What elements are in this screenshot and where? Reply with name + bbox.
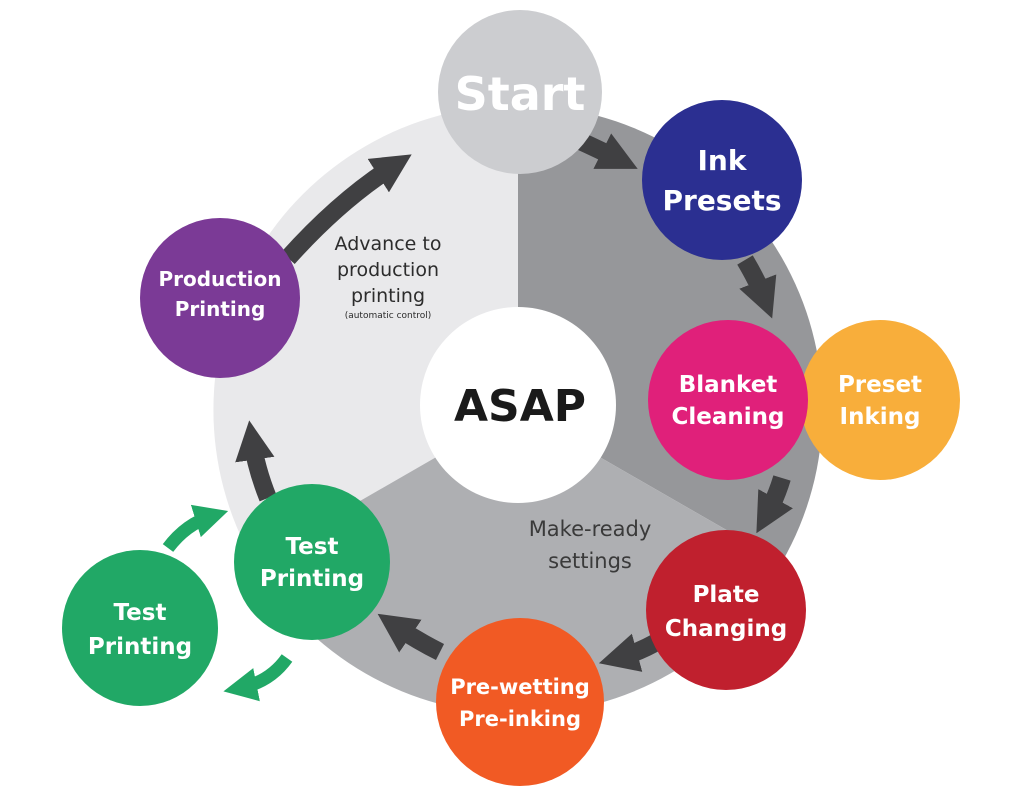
makeready-line1: Make-ready <box>529 517 652 541</box>
node-production-printing-line1: Production <box>158 267 281 291</box>
node-prewetting-line1: Pre-wetting <box>450 675 590 699</box>
arrow-production-to-start <box>281 154 412 265</box>
node-ink-presets-line2: Presets <box>662 184 781 217</box>
auto-sector-line2: production <box>337 259 439 281</box>
node-plate-changing-line2: Changing <box>665 616 787 642</box>
node-production-printing-line2: Printing <box>175 297 266 321</box>
node-blanket-cleaning-line1: Blanket <box>679 372 778 398</box>
node-preset-inking-line2: Inking <box>840 404 921 430</box>
node-start: Start <box>438 10 602 174</box>
arrow-loop-up <box>162 504 229 553</box>
node-test-printing-main-line1: Test <box>286 534 339 560</box>
arrow-loop-down <box>223 654 293 702</box>
node-test-printing-main-line2: Printing <box>260 566 364 592</box>
node-test-printing-loop-line1: Test <box>114 600 167 626</box>
node-prewetting-line2: Pre-inking <box>459 707 581 731</box>
makeready-line2: settings <box>548 549 632 573</box>
node-plate-changing-line1: Plate <box>693 582 760 608</box>
node-production-printing: Production Printing <box>140 218 300 378</box>
node-preset-inking-line1: Preset <box>838 372 922 398</box>
node-blanket-cleaning-line2: Cleaning <box>672 404 785 430</box>
node-plate-changing-circle <box>646 530 806 690</box>
center-circle <box>420 307 616 503</box>
auto-sector-line3: printing <box>351 285 425 307</box>
node-ink-presets-line1: Ink <box>698 144 748 177</box>
node-ink-presets: Ink Presets <box>642 100 802 260</box>
node-test-printing-loop-circle <box>62 550 218 706</box>
node-preset-inking-circle <box>800 320 960 480</box>
node-preset-inking: Preset Inking <box>800 320 960 480</box>
arrow-test-to-production <box>235 420 277 502</box>
node-plate-changing: Plate Changing <box>646 530 806 690</box>
auto-sector-line1: Advance to <box>335 233 442 255</box>
node-blanket-cleaning-circle <box>648 320 808 480</box>
node-prewetting: Pre-wetting Pre-inking <box>436 618 604 786</box>
node-test-printing-main-circle <box>234 484 390 640</box>
node-test-printing-loop: Test Printing <box>62 550 218 706</box>
node-production-printing-circle <box>140 218 300 378</box>
node-start-label: Start <box>455 67 586 121</box>
node-test-printing-main: Test Printing <box>234 484 390 640</box>
arrow-ink-to-blanket <box>737 255 777 319</box>
arrow-prewetting-to-test <box>377 613 445 661</box>
auto-sector-note: (automatic control) <box>345 311 432 321</box>
node-ink-presets-circle <box>642 100 802 260</box>
node-test-printing-loop-line2: Printing <box>88 634 192 660</box>
node-blanket-cleaning: Blanket Cleaning <box>648 320 808 480</box>
node-prewetting-circle <box>436 618 604 786</box>
center-label: ASAP <box>454 381 586 432</box>
node-start-circle <box>438 10 602 174</box>
arrow-blanket-to-plate <box>756 475 793 534</box>
